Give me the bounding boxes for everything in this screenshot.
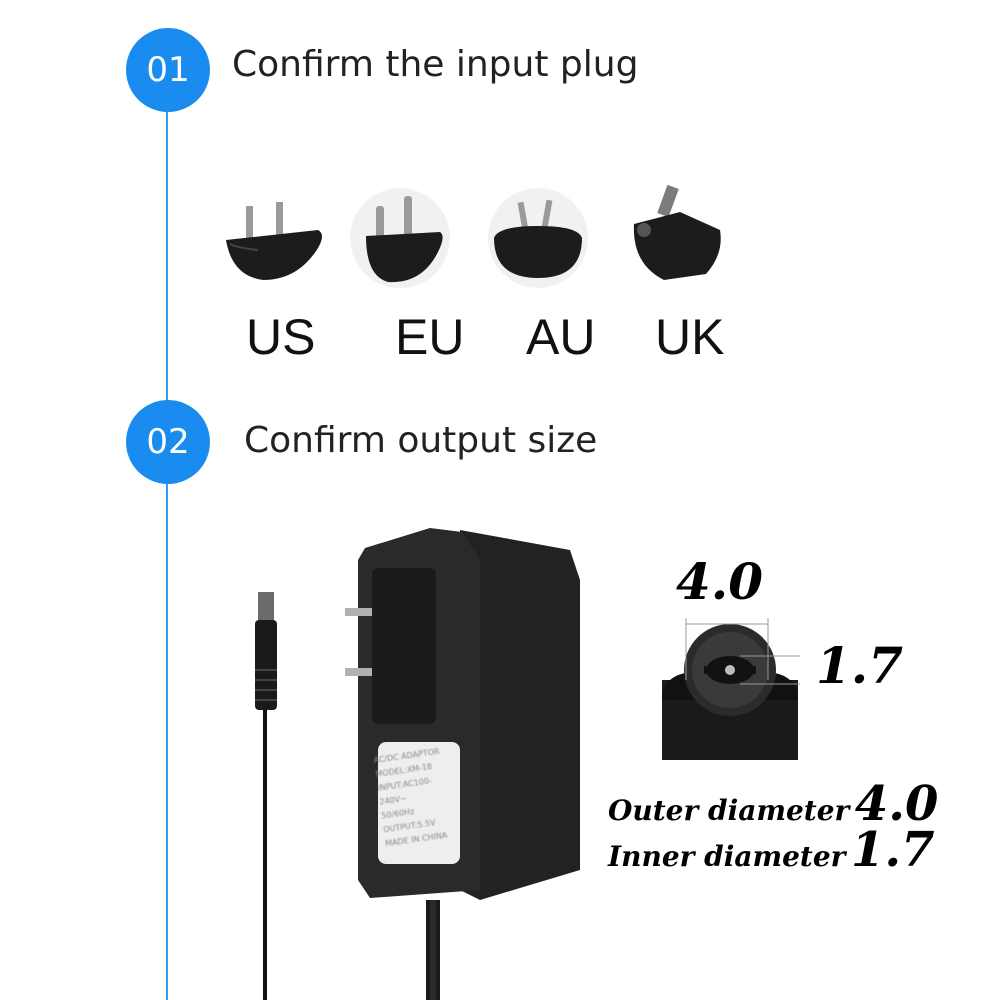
inner-dimension-value: 1.7 xyxy=(816,636,903,695)
connector-diagram xyxy=(662,618,800,760)
eu-plug-icon xyxy=(350,188,450,288)
inner-diameter-spec: Inner diameter 1.7 xyxy=(608,822,935,878)
spec-label: Outer diameter xyxy=(608,794,850,827)
step-badge-01: 01 xyxy=(126,28,210,112)
outer-dimension-value: 4.0 xyxy=(676,552,763,611)
step-number: 02 xyxy=(146,422,190,462)
step-title-01: Confirm the input plug xyxy=(232,44,639,85)
step-title-02: Confirm output size xyxy=(244,420,598,461)
au-plug-icon xyxy=(488,188,588,288)
step-badge-02: 02 xyxy=(126,400,210,484)
spec-value: 4.0 xyxy=(854,776,939,832)
outer-diameter-spec: Outer diameter 4.0 xyxy=(608,776,938,832)
spec-value: 1.7 xyxy=(851,822,935,878)
plug-label-uk: UK xyxy=(655,309,725,365)
plug-label-au: AU xyxy=(526,309,596,365)
uk-plug-icon xyxy=(633,184,721,280)
us-plug-icon xyxy=(226,202,322,280)
adapter-illustration xyxy=(255,528,580,1000)
spec-label: Inner diameter xyxy=(608,840,846,873)
step-number: 01 xyxy=(146,50,190,90)
plug-label-us: US xyxy=(246,309,316,365)
plug-label-eu: EU xyxy=(395,309,465,365)
adapter-label: AC/DC ADAPTOR MODEL:XM-18 INPUT:AC100-24… xyxy=(373,746,448,849)
timeline-line xyxy=(166,60,168,1000)
